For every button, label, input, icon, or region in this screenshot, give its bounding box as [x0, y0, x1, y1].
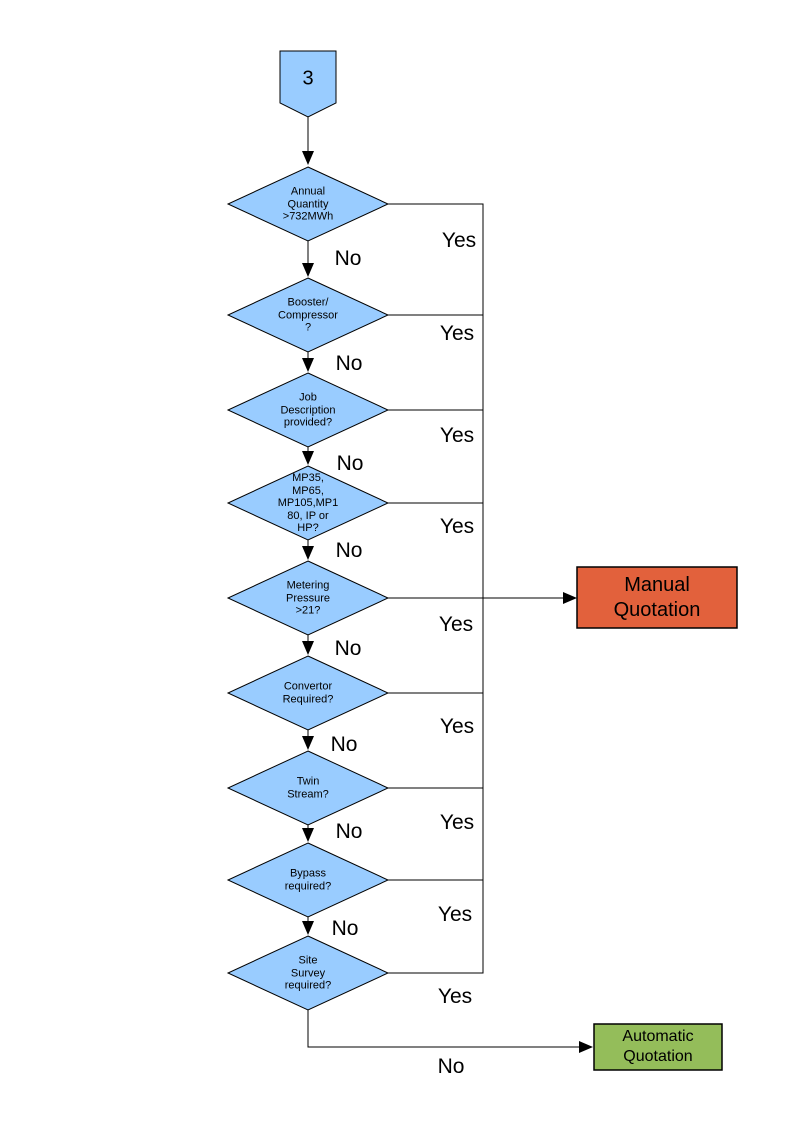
- decision-job-description: [226, 372, 390, 448]
- decision-site-survey-label: Site Survey required?: [284, 954, 332, 992]
- decision-job-description-label: Job Description provided?: [280, 391, 336, 429]
- branch-yes-label: Yes: [441, 229, 477, 252]
- decision-metering-pressure: [226, 560, 390, 636]
- branch-no-label: No: [334, 247, 362, 270]
- branch-yes-label: Yes: [437, 985, 473, 1008]
- branch-no-label: No: [335, 352, 363, 375]
- decision-site-survey: [226, 935, 390, 1011]
- decision-convertor-required: [226, 655, 390, 731]
- decision-twin-stream: [226, 750, 390, 826]
- decision-convertor-required-label: Convertor Required?: [282, 680, 334, 706]
- branch-yes-label: Yes: [439, 715, 475, 738]
- decision-booster-compressor-label: Booster/ Compressor ?: [278, 296, 338, 334]
- branch-no-label: No: [334, 637, 362, 660]
- decision-bypass-required-label: Bypass required?: [284, 867, 332, 893]
- automatic-quotation-box: [593, 1023, 723, 1071]
- branch-yes-label: Yes: [439, 424, 475, 447]
- branch-no-label: No: [331, 917, 359, 940]
- branch-no-label: No: [336, 452, 364, 475]
- manual-quotation-label: Manual Quotation: [613, 574, 701, 621]
- decision-bypass-required: [226, 842, 390, 918]
- branch-yes-label: Yes: [437, 903, 473, 926]
- branch-yes-label: Yes: [439, 811, 475, 834]
- branch-no-label: No: [335, 539, 363, 562]
- decision-meter-type-label: MP35, MP65, MP105,MP1 80, IP or HP?: [277, 471, 339, 534]
- decision-twin-stream-label: Twin Stream?: [287, 775, 329, 801]
- branch-no-label: No: [437, 1055, 465, 1078]
- branch-no-label: No: [335, 820, 363, 843]
- manual-quotation-box: [576, 566, 738, 629]
- decision-booster-compressor: [226, 277, 390, 353]
- decision-annual-quantity-label: Annual Quantity >732MWh: [282, 185, 334, 223]
- branch-no-label: No: [330, 733, 358, 756]
- decision-metering-pressure-label: Metering Pressure >21?: [285, 579, 331, 617]
- decision-annual-quantity: [226, 166, 390, 242]
- edge-yes-bus: [388, 203, 484, 974]
- edge-to-automatic-quotation: [307, 1010, 593, 1053]
- branch-yes-label: Yes: [439, 515, 475, 538]
- branch-yes-label: Yes: [439, 322, 475, 345]
- branch-yes-label: Yes: [438, 613, 474, 636]
- decision-meter-type: [226, 465, 390, 541]
- offpage-connector-shape: [279, 50, 337, 118]
- automatic-quotation-label: Automatic Quotation: [622, 1028, 694, 1065]
- offpage-connector-label: 3: [302, 67, 314, 90]
